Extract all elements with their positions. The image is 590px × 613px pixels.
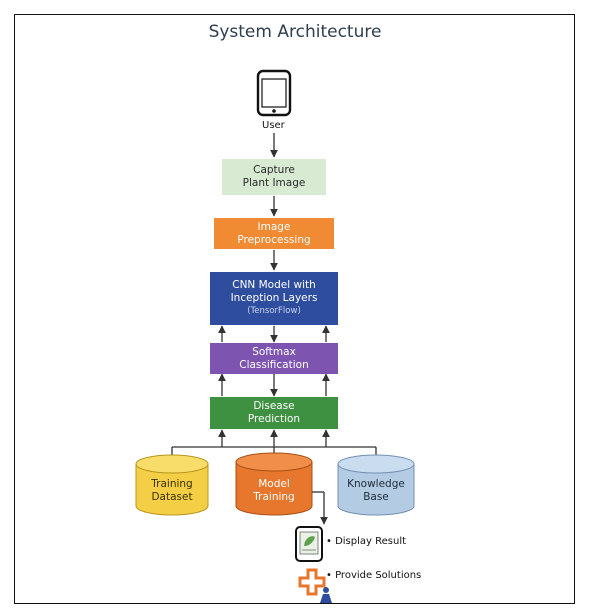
cnn-line-3: (TensorFlow) (247, 306, 301, 316)
model-training-label: Model Training (236, 478, 312, 504)
output-connector (312, 491, 325, 512)
knowledge-base-label: Knowledge Base (338, 478, 414, 504)
capture-line-1: Capture (253, 164, 295, 176)
softmax-line-1: Softmax (252, 345, 296, 358)
solutions-icon (298, 568, 332, 603)
model-line-2: Training (253, 491, 295, 503)
capture-plant-image-box: Capture Plant Image (222, 159, 326, 195)
provide-solutions-label: • Provide Solutions (326, 570, 422, 581)
knowledge-line-1: Knowledge (347, 478, 405, 490)
user-label: User (262, 120, 285, 131)
diagram-title: System Architecture (208, 22, 382, 42)
knowledge-line-2: Base (363, 491, 389, 503)
model-line-1: Model (258, 478, 290, 490)
model-training-cylinder (235, 452, 313, 516)
training-line-1: Training (151, 478, 193, 490)
preprocess-line-1: Image (257, 220, 291, 233)
image-preprocessing-box: Image Preprocessing (214, 218, 334, 249)
feedback-arrows (218, 325, 330, 396)
disease-line-2: Prediction (247, 413, 301, 425)
disease-line-1: Disease (253, 400, 295, 412)
preprocess-line-2: Preprocessing (237, 233, 311, 246)
phone-icon (256, 69, 292, 117)
training-line-2: Dataset (151, 491, 193, 503)
training-dataset-label: Training Dataset (136, 478, 208, 504)
cnn-line-2: Inception Layers (230, 292, 318, 304)
disease-prediction-box: Disease Prediction (210, 397, 338, 429)
cnn-line-1: CNN Model with (232, 279, 316, 291)
knowledge-base-cylinder (337, 454, 415, 516)
tablet-icon (295, 526, 323, 562)
capture-line-2: Plant Image (242, 177, 306, 189)
training-dataset-cylinder (135, 454, 209, 516)
cnn-model-box: CNN Model with Inception Layers (TensorF… (210, 272, 338, 325)
display-result-label: • Display Result (326, 536, 407, 547)
store-arrows (218, 429, 330, 447)
softmax-line-2: Classification (239, 358, 309, 371)
softmax-classification-box: Softmax Classification (210, 343, 338, 374)
